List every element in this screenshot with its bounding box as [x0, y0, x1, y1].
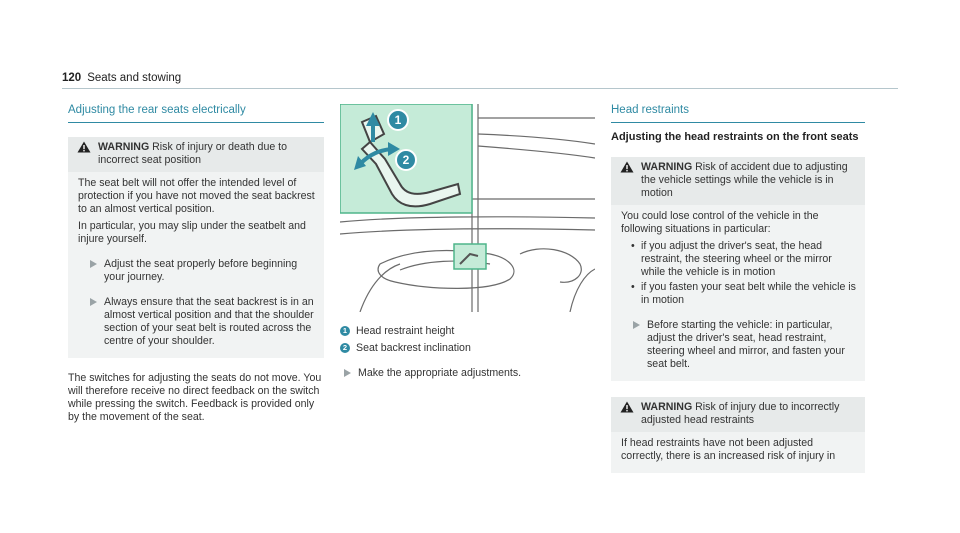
warning-box: WARNING Risk of injury or death due to i… [68, 137, 324, 358]
section-rule [611, 122, 865, 123]
bullet-item: if you fasten your seat belt while the v… [621, 281, 857, 307]
warning-paragraph: You could lose control of the vehicle in… [621, 210, 819, 235]
step-arrow-icon [344, 369, 351, 377]
warning-label: WARNING [98, 141, 150, 153]
chapter-title: Seats and stowing [87, 72, 182, 84]
body-paragraph: The switches for adjusting the seats do … [68, 372, 322, 423]
section-rule [68, 122, 324, 123]
callout-1: 1 [395, 113, 402, 127]
step-text: Make the appropriate adjustments. [358, 367, 522, 379]
legend-text: Seat backrest inclination [356, 342, 471, 354]
step-item: Make the appropriate adjustments. [340, 367, 595, 380]
legend-text: Head restraint height [356, 325, 455, 337]
warning-paragraph: In particular, you may slip under the se… [78, 220, 306, 245]
warning-label: WARNING [641, 161, 693, 173]
warning-header: WARNING Risk of accident due to adjustin… [611, 157, 865, 205]
legend-item: 2 Seat backrest inclination [340, 341, 595, 355]
step-arrow-icon [90, 260, 97, 268]
page-number: 120 [62, 72, 82, 84]
step-text: Always ensure that the seat backrest is … [104, 296, 314, 347]
step-text: Before starting the vehicle: in particul… [647, 319, 845, 370]
warning-label: WARNING [641, 401, 693, 413]
seat-switch-illustration: 1 2 [340, 104, 595, 312]
warning-box: WARNING Risk of accident due to adjustin… [611, 157, 865, 381]
callout-2: 2 [403, 153, 410, 167]
step-item: Adjust the seat properly before beginnin… [78, 258, 316, 284]
warning-header: WARNING Risk of injury or death due to i… [68, 137, 324, 172]
section-title: Adjusting the rear seats electrically [68, 104, 246, 116]
warning-text: Risk of accident due to adjusting the ve… [641, 161, 848, 199]
warning-triangle-icon [620, 161, 634, 173]
warning-paragraph: The seat belt will not offer the intende… [78, 177, 315, 215]
middle-column: 1 2 1 Head restraint height 2 Seat backr… [340, 104, 595, 384]
section-title: Head restraints [611, 104, 689, 116]
legend-number-badge: 2 [340, 343, 350, 353]
left-column: Adjusting the rear seats electrically WA… [68, 104, 324, 424]
step-arrow-icon [90, 298, 97, 306]
step-text: Adjust the seat properly before beginnin… [104, 258, 298, 283]
warning-text: Risk of injury or death due to incorrect… [98, 141, 288, 166]
warning-text: Risk of injury due to incorrectly adjust… [641, 401, 840, 426]
step-item: Before starting the vehicle: in particul… [621, 319, 857, 371]
warning-triangle-icon [77, 141, 91, 153]
bullet-item: if you adjust the driver's seat, the hea… [621, 240, 857, 279]
warning-body: The seat belt will not offer the intende… [68, 172, 324, 358]
warning-paragraph: If head restraints have not been adjuste… [621, 437, 836, 462]
right-column: Head restraints Adjusting the head restr… [611, 104, 865, 473]
warning-box: WARNING Risk of injury due to incorrectl… [611, 397, 865, 473]
warning-triangle-icon [620, 401, 634, 413]
step-arrow-icon [633, 321, 640, 329]
step-item: Always ensure that the seat backrest is … [78, 296, 316, 348]
subsection-title: Adjusting the head restraints on the fro… [611, 131, 859, 143]
warning-header: WARNING Risk of injury due to incorrectl… [611, 397, 865, 432]
page-header: 120 Seats and stowing [62, 72, 181, 84]
legend-item: 1 Head restraint height [340, 324, 595, 338]
legend: 1 Head restraint height 2 Seat backrest … [340, 324, 595, 355]
header-divider [62, 88, 898, 89]
warning-body: You could lose control of the vehicle in… [611, 205, 865, 381]
warning-body: If head restraints have not been adjuste… [611, 432, 865, 473]
legend-number-badge: 1 [340, 326, 350, 336]
